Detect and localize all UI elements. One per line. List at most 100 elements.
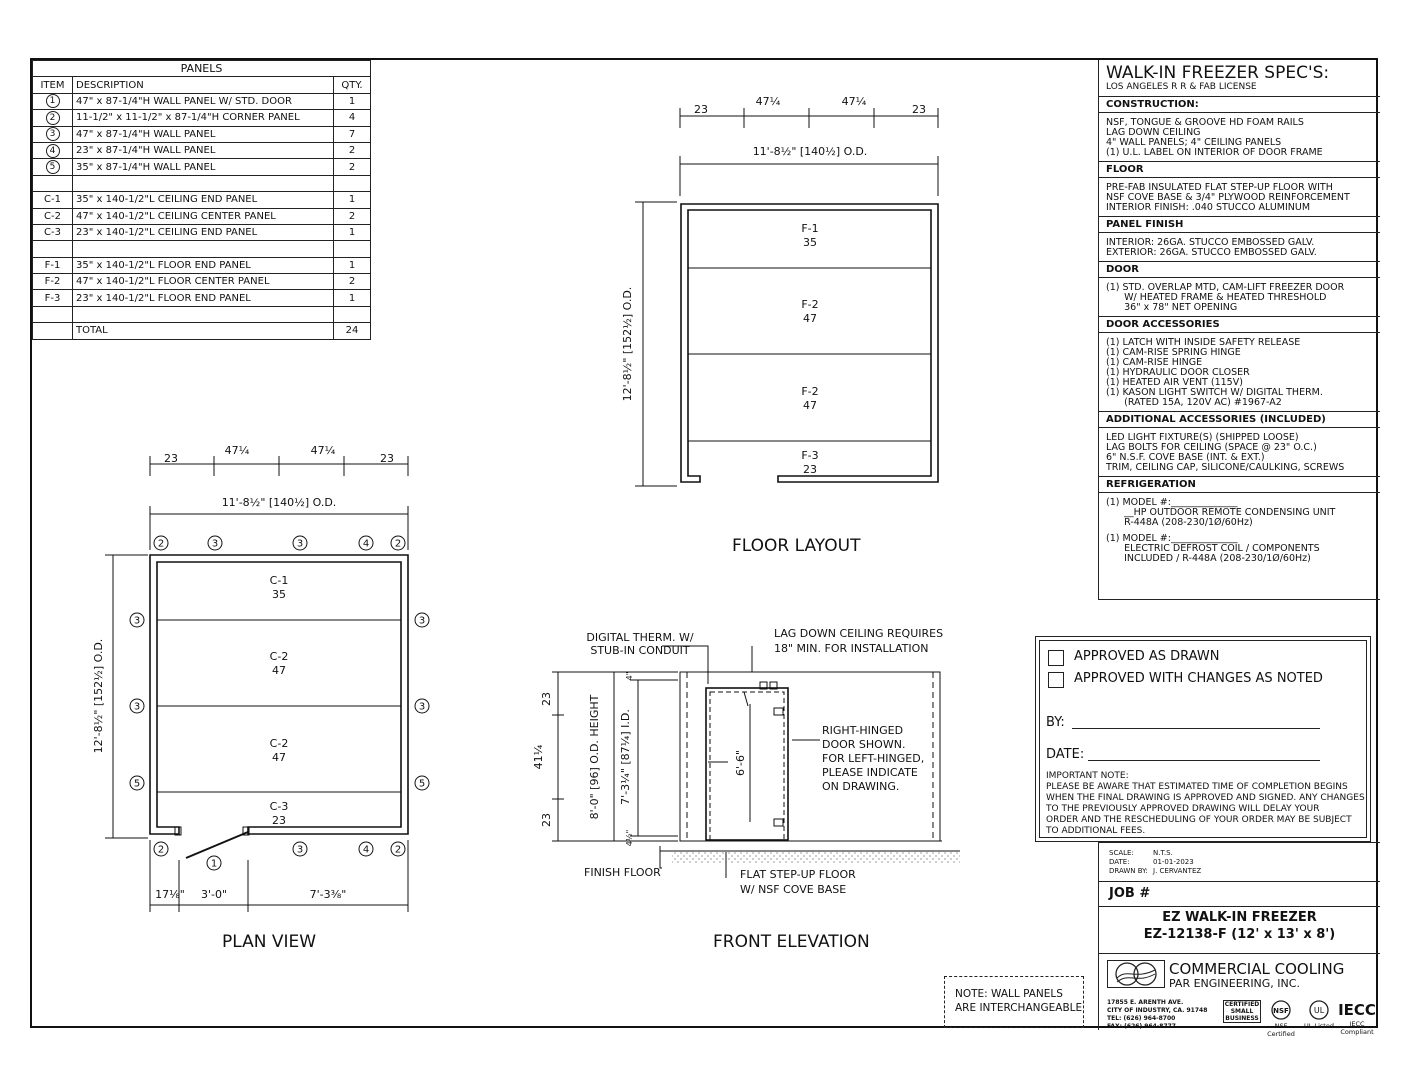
scale-value: N.T.S. bbox=[1153, 849, 1173, 857]
signature-line[interactable] bbox=[1072, 728, 1320, 729]
small-dim: 4" bbox=[625, 672, 634, 681]
small-business-badge: CERTIFIED SMALL BUSINESS bbox=[1223, 1000, 1261, 1023]
date-line[interactable] bbox=[1088, 760, 1320, 761]
address-line: CITY OF INDUSTRY, CA. 91748 bbox=[1107, 1007, 1208, 1014]
panel-id: C-3 bbox=[270, 800, 289, 813]
top-panel-marker-circle bbox=[358, 535, 374, 551]
right-panel-marker-circle bbox=[414, 612, 430, 628]
row-description: TOTAL bbox=[72, 322, 334, 340]
spec-section-heading: DOOR bbox=[1099, 261, 1380, 278]
iecc-icon: IECC bbox=[1338, 1001, 1376, 1019]
top-panel-marker-circle bbox=[390, 535, 406, 551]
dim-label: 47¼ bbox=[311, 444, 336, 457]
bottom-panel-marker-circle bbox=[153, 841, 169, 857]
item-marker: C-3 bbox=[44, 227, 61, 239]
od-height: 8'-0" [96] O.D. HEIGHT bbox=[588, 694, 601, 819]
item-marker: 5 bbox=[45, 160, 60, 175]
spec-line: (1) HYDRAULIC DOOR CLOSER bbox=[1106, 367, 1250, 378]
approved-checkbox[interactable] bbox=[1048, 650, 1064, 666]
spec-line: (1) U.L. LABEL ON INTERIOR OF DOOR FRAME bbox=[1106, 147, 1323, 158]
wall-note-line: NOTE: WALL PANELS bbox=[955, 988, 1063, 1000]
front-elevation-labels: DIGITAL THERM. W/ STUB-IN CONDUIT LAG DO… bbox=[532, 627, 943, 896]
spec-line: PRE-FAB INSULATED FLAT STEP-UP FLOOR WIT… bbox=[1106, 182, 1333, 193]
front-elevation-drawing bbox=[552, 645, 960, 878]
top-panel-marker: 2 bbox=[158, 539, 164, 550]
spec-line: EXTERIOR: 26GA. STUCCO EMBOSSED GALV. bbox=[1106, 247, 1317, 258]
spec-line: LAG BOLTS FOR CEILING (SPACE @ 23" O.C.) bbox=[1106, 442, 1317, 453]
approval-inner: APPROVED AS DRAWN APPROVED WITH CHANGES … bbox=[1039, 640, 1367, 838]
panel-width: 23 bbox=[272, 814, 286, 827]
panel-width: 23 bbox=[803, 463, 817, 476]
approval-box: APPROVED AS DRAWN APPROVED WITH CHANGES … bbox=[1035, 636, 1371, 842]
plan-view-caption: PLAN VIEW bbox=[222, 932, 317, 952]
therm-label: DIGITAL THERM. W/ bbox=[586, 631, 693, 644]
bottom-panel-marker-circle bbox=[358, 841, 374, 857]
nsf-icon: NSF bbox=[1271, 1000, 1291, 1020]
panel-width: 47 bbox=[803, 399, 817, 412]
top-panel-marker-circle bbox=[207, 535, 223, 551]
panel-id: F-2 bbox=[801, 298, 818, 311]
plan-view-labels: 23 47¼ 47¼ 23 11'-8½" [140½] O.D. 12'-8½… bbox=[92, 444, 394, 901]
spec-line: (1) HEATED AIR VENT (115V) bbox=[1106, 377, 1243, 388]
right-panel-marker: 3 bbox=[419, 616, 425, 627]
spec-line: (1) CAM-RISE HINGE bbox=[1106, 357, 1203, 368]
spec-section-heading: CONSTRUCTION: bbox=[1099, 96, 1380, 113]
left-panel-marker-circle bbox=[129, 775, 145, 791]
row-qty: 1 bbox=[333, 191, 371, 209]
bottom-dim: 3'-0" bbox=[201, 888, 227, 901]
front-elevation-caption: FRONT ELEVATION bbox=[713, 932, 870, 952]
bottom-panel-marker: 2 bbox=[395, 845, 401, 856]
spec-line: (1) KASON LIGHT SWITCH W/ DIGITAL THERM. bbox=[1106, 387, 1323, 398]
small-dim: 4½" bbox=[625, 830, 634, 847]
item-marker: 4 bbox=[45, 143, 60, 158]
spec-license: LOS ANGELES R R & FAB LICENSE bbox=[1106, 82, 1257, 92]
iecc-badge: IECC IECC Compliant bbox=[1337, 1000, 1377, 1036]
spec-line: NSF, TONGUE & GROOVE HD FOAM RAILS bbox=[1106, 117, 1304, 128]
panel-width: 35 bbox=[803, 236, 817, 249]
drawn-by-label: DRAWN BY: bbox=[1109, 867, 1148, 875]
bottom-panel-marker: 4 bbox=[363, 845, 369, 856]
panel-id: C-2 bbox=[270, 650, 289, 663]
title-block: SCALE:N.T.S. DATE:01-01-2023 DRAWN BY:J.… bbox=[1098, 842, 1380, 1038]
spec-line: __HP OUTDOOR REMOTE CONDENSING UNIT bbox=[1106, 507, 1336, 518]
dim-label: 23 bbox=[912, 103, 926, 116]
spec-line: INTERIOR FINISH: .040 STUCCO ALUMINUM bbox=[1106, 202, 1311, 213]
spec-line: NSF COVE BASE & 3/4" PLYWOOD REINFORCEME… bbox=[1106, 192, 1350, 203]
panel-id: F-1 bbox=[801, 222, 818, 235]
spec-line: INTERIOR: 26GA. STUCCO EMBOSSED GALV. bbox=[1106, 237, 1315, 248]
therm-label: STUB-IN CONDUIT bbox=[590, 644, 690, 657]
dim-label: 47¼ bbox=[756, 95, 781, 108]
left-dim: 41¼ bbox=[532, 744, 545, 769]
company-block: COMMERCIAL COOLING PAR ENGINEERING, INC.… bbox=[1099, 953, 1380, 1038]
item-marker: 1 bbox=[45, 94, 60, 109]
item-marker: F-1 bbox=[44, 259, 61, 271]
spec-line: LED LIGHT FIXTURE(S) (SHIPPED LOOSE) bbox=[1106, 432, 1299, 443]
dim-label: 47¼ bbox=[842, 95, 867, 108]
spec-line: LAG DOWN CEILING bbox=[1106, 127, 1201, 138]
plan-view-drawing bbox=[105, 456, 409, 912]
project-title: EZ WALK-IN FREEZER EZ-12138-F (12' x 13'… bbox=[1099, 909, 1380, 943]
left-panel-marker: 3 bbox=[134, 702, 140, 713]
approved-changes-checkbox[interactable] bbox=[1048, 672, 1064, 688]
spec-line: (RATED 15A, 120V AC) #1967-A2 bbox=[1106, 397, 1282, 408]
item-marker: 2 bbox=[45, 110, 60, 125]
panel-id: C-1 bbox=[270, 574, 289, 587]
door-height: 6'-6" bbox=[734, 750, 747, 776]
item-marker: F-2 bbox=[44, 276, 61, 288]
row-qty: 1 bbox=[333, 223, 371, 242]
left-dim: 23 bbox=[540, 692, 553, 706]
item-marker: 3 bbox=[45, 127, 60, 142]
top-panel-marker-circle bbox=[153, 535, 169, 551]
svg-text:UL: UL bbox=[1314, 1006, 1325, 1015]
bottom-panel-marker: 3 bbox=[297, 845, 303, 856]
item-marker: C-1 bbox=[44, 194, 61, 206]
panel-width: 35 bbox=[272, 588, 286, 601]
nsf-badge-label: NSF Certified bbox=[1267, 1022, 1295, 1038]
plan-depth-dim: 12'-8½" [152½] O.D. bbox=[92, 639, 105, 754]
spec-section-heading: REFRIGERATION bbox=[1099, 476, 1380, 493]
bottom-panel-marker-circle bbox=[292, 841, 308, 857]
